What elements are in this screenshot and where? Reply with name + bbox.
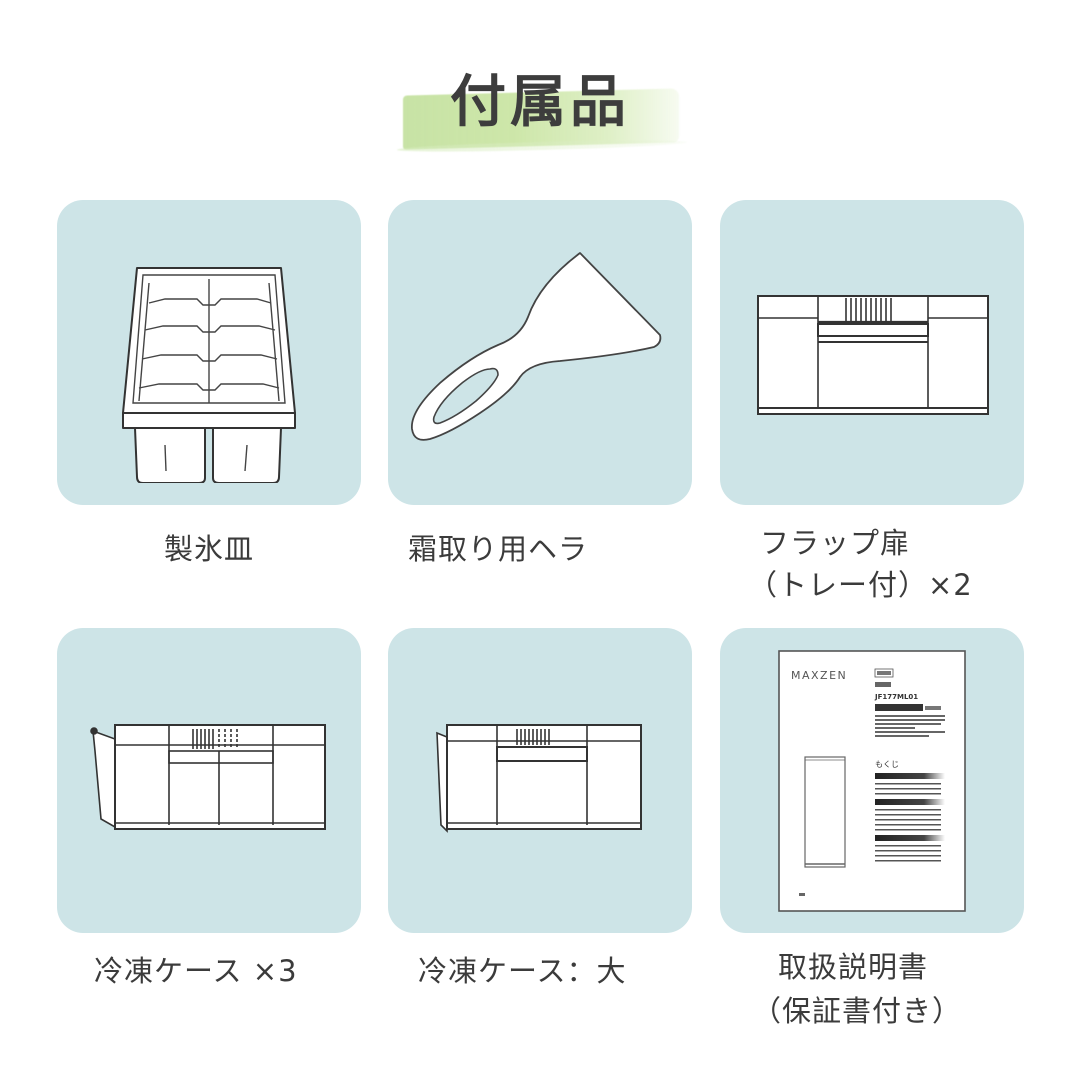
page-title: 付属品 <box>450 70 630 135</box>
card-defrost-spatula <box>388 200 692 505</box>
label-defrost-spatula: 霜取り用ヘラ <box>408 532 589 566</box>
manual-brand: MAXZEN <box>791 669 847 682</box>
label-instruction-manual-line1: 取扱説明書 <box>778 950 929 984</box>
label-flap-door-line1: フラップ扉 <box>760 526 911 560</box>
card-ice-tray <box>57 200 361 505</box>
card-instruction-manual: MAXZEN JF177ML01 もくじ <box>720 628 1024 933</box>
flap-door-icon <box>757 294 989 415</box>
label-ice-tray: 製氷皿 <box>164 532 255 566</box>
freezer-case-icon <box>90 723 326 830</box>
card-freezer-case-large <box>388 628 692 933</box>
svg-text:もくじ: もくじ <box>875 760 899 769</box>
label-freezer-case: 冷凍ケース ×3 <box>94 954 298 988</box>
card-flap-door <box>720 200 1024 505</box>
label-flap-door-line2: （トレー付）×2 <box>748 568 973 602</box>
freezer-case-large-icon <box>436 723 642 833</box>
spatula-icon <box>411 251 662 441</box>
label-instruction-manual-line2: （保証書付き） <box>752 994 963 1028</box>
ice-tray-icon <box>122 266 296 483</box>
card-freezer-case <box>57 628 361 933</box>
svg-text:JF177ML01: JF177ML01 <box>874 693 918 701</box>
manual-icon: MAXZEN JF177ML01 もくじ <box>778 649 966 912</box>
label-freezer-case-large: 冷凍ケース：大 <box>418 954 627 988</box>
